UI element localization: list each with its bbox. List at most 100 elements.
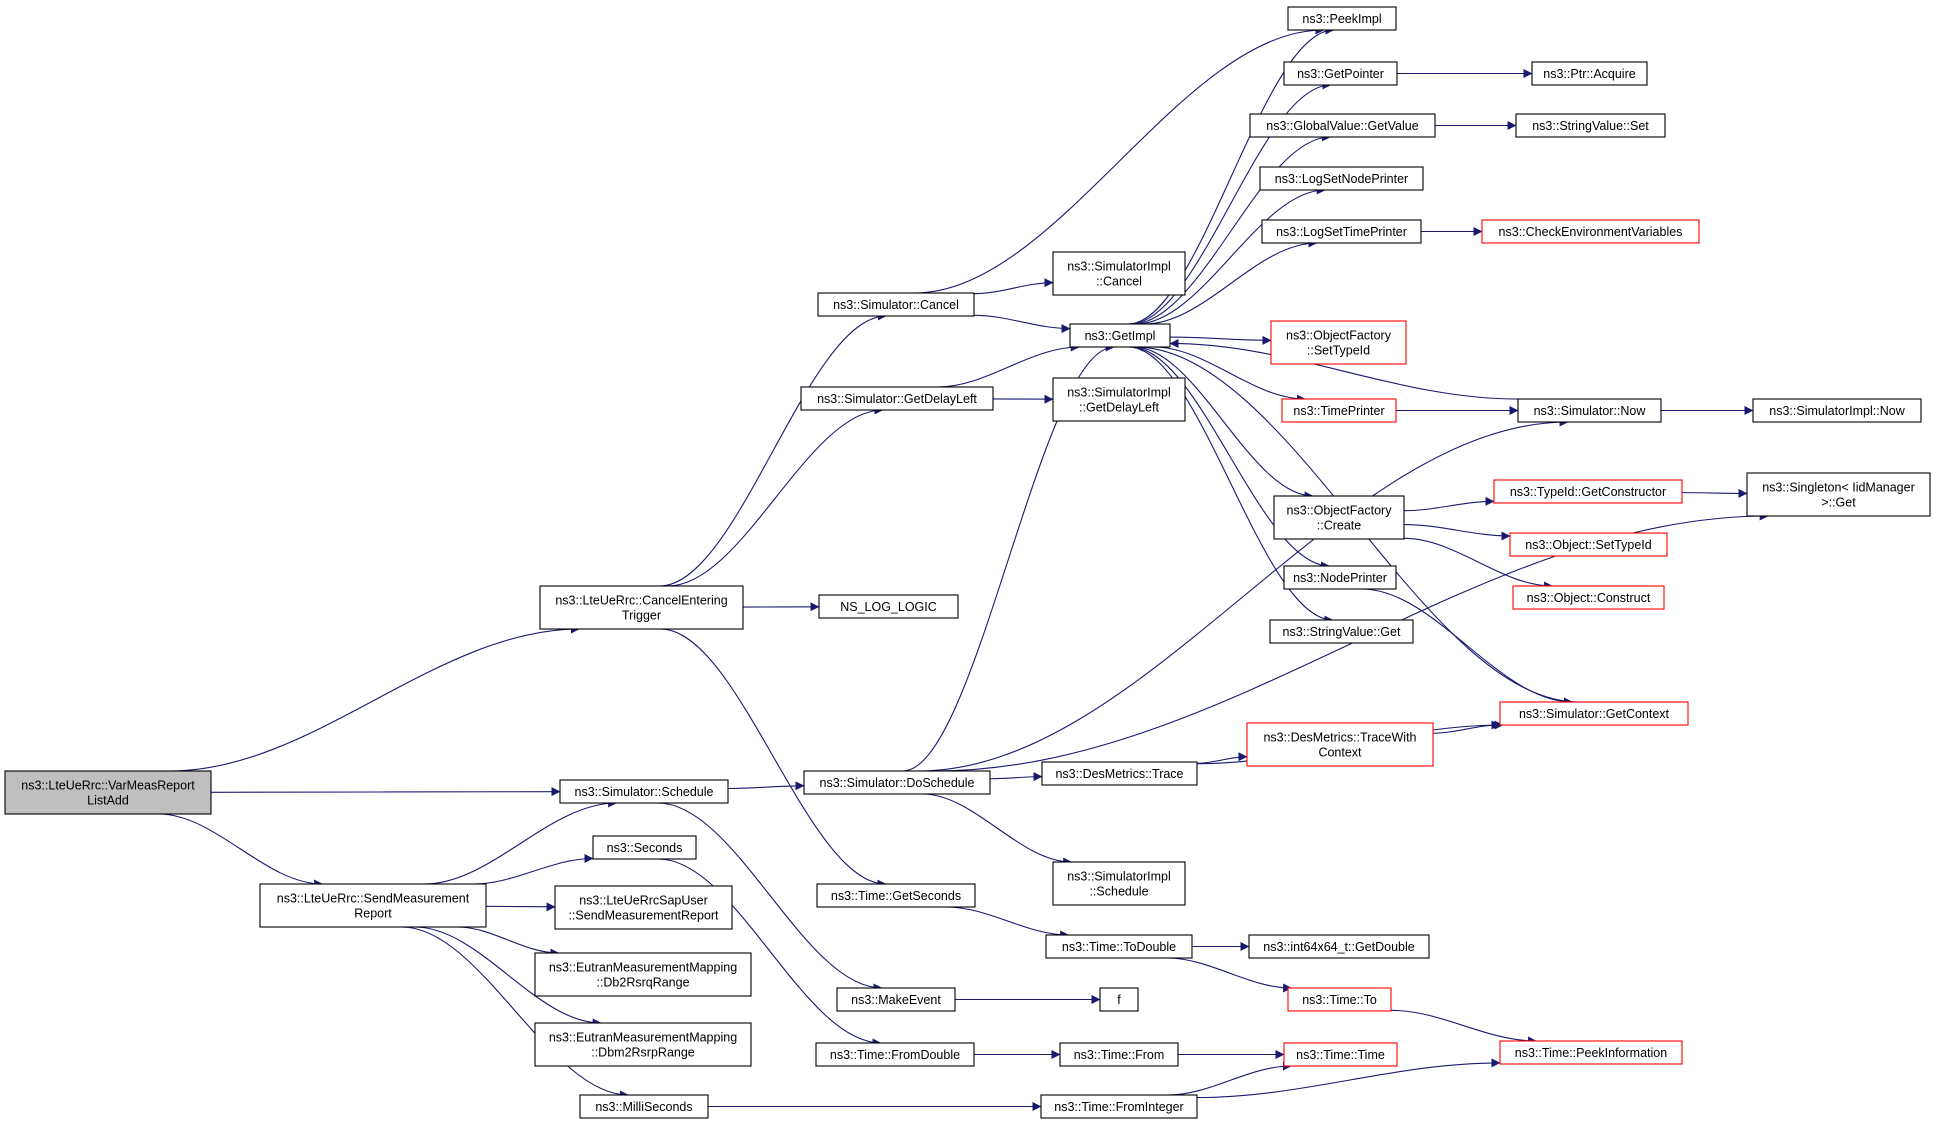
- node-getImpl[interactable]: ns3::GetImpl: [1069, 323, 1171, 348]
- node-label: ns3::Simulator::DoSchedule: [820, 776, 975, 790]
- node-label: ns3::Simulator::Schedule: [575, 785, 714, 799]
- edge-desTrace-to-traceWithContext: [1196, 752, 1248, 764]
- node-label: ns3::MilliSeconds: [595, 1100, 692, 1114]
- node-label: ns3::Simulator::GetDelayLeft: [817, 392, 977, 406]
- edge-ofCreate-to-getConstructor: [1403, 496, 1495, 512]
- node-schedule[interactable]: ns3::Simulator::Schedule: [559, 779, 729, 804]
- nodes-layer: ns3::LteUeRrc::VarMeasReportListAddns3::…: [4, 6, 1931, 1119]
- node-f[interactable]: f: [1099, 987, 1139, 1012]
- node-label: ns3::SimulatorImpl::Now: [1769, 404, 1905, 418]
- edge-root-to-sendMeas: [158, 813, 324, 889]
- node-singletonGet[interactable]: ns3::Singleton< IidManager >::Get: [1746, 472, 1931, 517]
- node-timeFromInteger[interactable]: ns3::Time::FromInteger: [1040, 1094, 1198, 1119]
- node-box: [818, 594, 959, 619]
- node-nodePrinter[interactable]: ns3::NodePrinter: [1283, 565, 1397, 590]
- node-ofSetTypeId[interactable]: ns3::ObjectFactory::SetTypeId: [1270, 320, 1407, 365]
- node-doSchedule[interactable]: ns3::Simulator::DoSchedule: [803, 770, 991, 795]
- node-timeTo[interactable]: ns3::Time::To: [1287, 987, 1392, 1012]
- node-box: [539, 585, 744, 630]
- node-stringSet[interactable]: ns3::StringValue::Set: [1515, 113, 1666, 138]
- node-seconds[interactable]: ns3::Seconds: [592, 835, 697, 860]
- node-label: ns3::Time::Time: [1296, 1048, 1385, 1062]
- node-getConstructor[interactable]: ns3::TypeId::GetConstructor: [1493, 479, 1683, 504]
- node-label: ::Dbm2RsrpRange: [591, 1046, 695, 1060]
- node-ofCreate[interactable]: ns3::ObjectFactory::Create: [1273, 495, 1405, 540]
- edge-getImpl-to-getPointer: [1129, 80, 1332, 325]
- edge-root-to-schedule: [210, 787, 561, 797]
- node-simNow[interactable]: ns3::Simulator::Now: [1517, 398, 1662, 423]
- node-label: Trigger: [622, 609, 661, 623]
- node-box: [803, 770, 991, 795]
- node-timeFromDouble[interactable]: ns3::Time::FromDouble: [815, 1042, 975, 1067]
- edge-sendMeas-to-seconds: [473, 854, 594, 885]
- edge-simCancel-to-getImpl: [973, 314, 1071, 334]
- node-label: ns3::LteUeRrc::SendMeasurement: [277, 892, 470, 906]
- node-objSetTypeId[interactable]: ns3::Object::SetTypeId: [1509, 532, 1668, 557]
- node-desTrace[interactable]: ns3::DesMetrics::Trace: [1041, 761, 1198, 786]
- node-box: [816, 883, 976, 908]
- node-box: [1493, 479, 1683, 504]
- node-box: [1531, 61, 1648, 86]
- node-milliSeconds[interactable]: ns3::MilliSeconds: [579, 1094, 709, 1119]
- node-dbm2Rsrp[interactable]: ns3::EutranMeasurementMapping::Dbm2RsrpR…: [534, 1022, 752, 1067]
- node-timePrinter[interactable]: ns3::TimePrinter: [1281, 398, 1397, 423]
- node-box: [554, 885, 733, 930]
- edge-timeTo-to-peekInfo: [1390, 1009, 1537, 1046]
- node-box: [1283, 61, 1398, 86]
- edge-getImpl-to-nodePrinter: [1130, 346, 1330, 571]
- node-box: [1248, 934, 1430, 959]
- node-box: [559, 779, 729, 804]
- node-getPointer[interactable]: ns3::GetPointer: [1283, 61, 1398, 86]
- node-box: [1515, 113, 1666, 138]
- node-stringGet[interactable]: ns3::StringValue::Get: [1269, 619, 1414, 644]
- node-implSchedule[interactable]: ns3::SimulatorImpl::Schedule: [1052, 861, 1186, 906]
- node-ptrAcquire[interactable]: ns3::Ptr::Acquire: [1531, 61, 1648, 86]
- node-peekImpl[interactable]: ns3::PeekImpl: [1287, 6, 1397, 31]
- node-label: ns3::Time::From: [1074, 1048, 1165, 1062]
- node-globalGetValue[interactable]: ns3::GlobalValue::GetValue: [1249, 113, 1436, 138]
- node-box: [534, 952, 752, 997]
- edge-simNow-to-getImpl: [1169, 338, 1519, 400]
- node-timeToDouble[interactable]: ns3::Time::ToDouble: [1045, 934, 1193, 959]
- node-simCancel[interactable]: ns3::Simulator::Cancel: [817, 292, 975, 317]
- node-implNow[interactable]: ns3::SimulatorImpl::Now: [1752, 398, 1922, 423]
- node-box: [1512, 585, 1665, 610]
- node-timeFrom[interactable]: ns3::Time::From: [1059, 1042, 1179, 1067]
- node-logSetNode[interactable]: ns3::LogSetNodePrinter: [1259, 166, 1424, 191]
- edge-getImpl-to-ofCreate: [1133, 346, 1314, 501]
- node-logSetTime[interactable]: ns3::LogSetTimePrinter: [1261, 219, 1422, 244]
- node-box: [817, 292, 975, 317]
- node-label: ns3::LogSetTimePrinter: [1276, 225, 1407, 239]
- node-label: ns3::CheckEnvironmentVariables: [1499, 225, 1683, 239]
- node-label: ns3::LogSetNodePrinter: [1275, 172, 1408, 186]
- edge-timeToDouble-to-timeTo: [1166, 957, 1293, 993]
- node-box: [836, 987, 956, 1012]
- node-checkEnv[interactable]: ns3::CheckEnvironmentVariables: [1481, 219, 1700, 244]
- node-timeTime[interactable]: ns3::Time::Time: [1283, 1042, 1398, 1067]
- node-label: ns3::Singleton< IidManager: [1762, 481, 1915, 495]
- node-objConstruct[interactable]: ns3::Object::Construct: [1512, 585, 1665, 610]
- node-box: [1269, 619, 1414, 644]
- edge-timeGetSeconds-to-timeToDouble: [946, 906, 1070, 940]
- node-label: ::GetDelayLeft: [1079, 401, 1159, 415]
- node-label: NS_LOG_LOGIC: [840, 600, 937, 614]
- node-getDelayLeft[interactable]: ns3::Simulator::GetDelayLeft: [800, 386, 994, 411]
- node-box: [1246, 722, 1434, 767]
- node-makeEvent[interactable]: ns3::MakeEvent: [836, 987, 956, 1012]
- node-sendMeas[interactable]: ns3::LteUeRrc::SendMeasurementReport: [259, 883, 487, 928]
- node-int64GetDouble[interactable]: ns3::int64x64_t::GetDouble: [1248, 934, 1430, 959]
- node-nsLogLogic[interactable]: NS_LOG_LOGIC: [818, 594, 959, 619]
- node-timeGetSeconds[interactable]: ns3::Time::GetSeconds: [816, 883, 976, 908]
- node-peekInfo[interactable]: ns3::Time::PeekInformation: [1499, 1040, 1683, 1065]
- node-db2Rsrq[interactable]: ns3::EutranMeasurementMapping::Db2RsrqRa…: [534, 952, 752, 997]
- node-implGetDelayLeft[interactable]: ns3::SimulatorImpl::GetDelayLeft: [1052, 377, 1186, 422]
- edge-sendMeas-to-dbm2Rsrp: [414, 926, 602, 1028]
- node-sapUser[interactable]: ns3::LteUeRrcSapUser::SendMeasurementRep…: [554, 885, 733, 930]
- node-implCancel[interactable]: ns3::SimulatorImpl::Cancel: [1052, 251, 1186, 296]
- edge-sendMeas-to-milliSeconds: [401, 926, 629, 1100]
- node-label: ns3::int64x64_t::GetDouble: [1263, 940, 1415, 954]
- node-getContext[interactable]: ns3::Simulator::GetContext: [1499, 701, 1689, 726]
